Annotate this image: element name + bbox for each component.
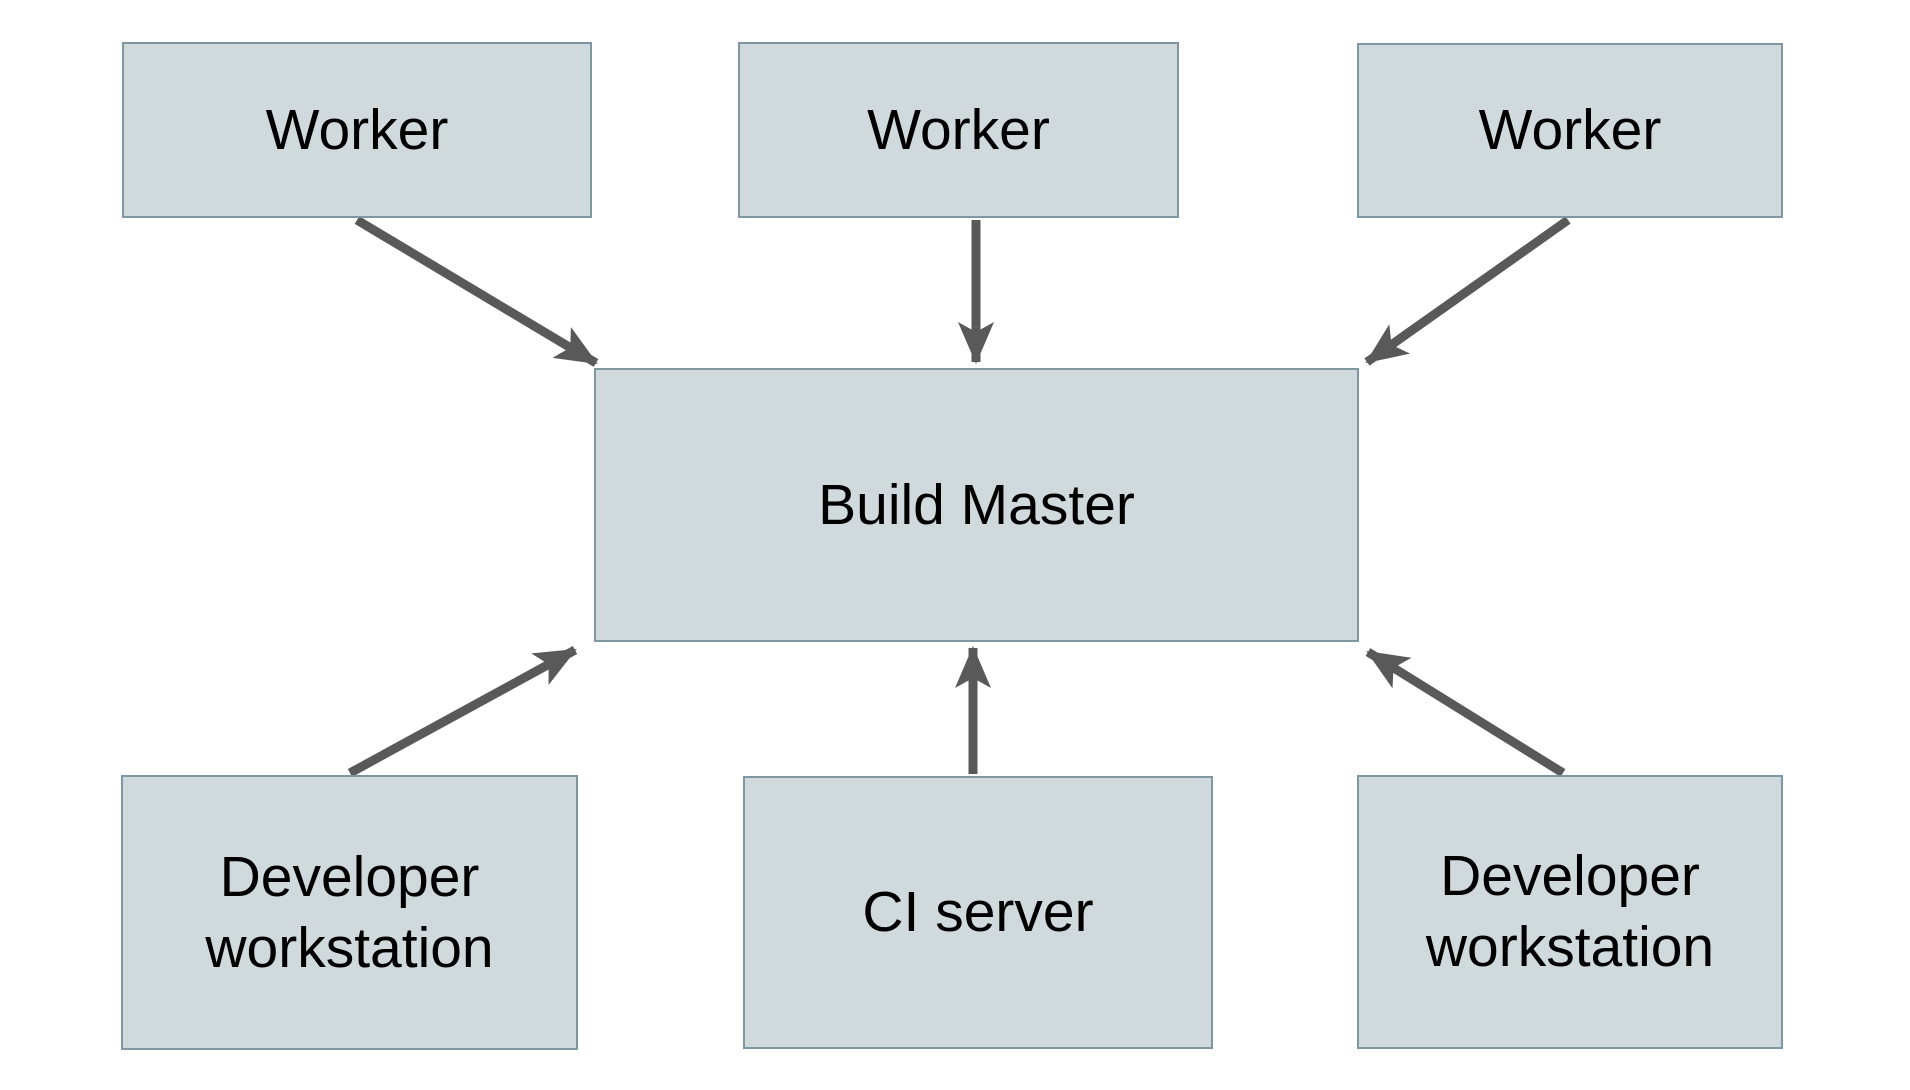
node-dev-workstation-right-label: Developer workstation xyxy=(1425,844,1715,979)
node-worker-2-label: Worker xyxy=(867,97,1050,162)
node-dev-workstation-left-label: Developer workstation xyxy=(205,844,494,980)
node-dev-workstation-left: Developer workstation xyxy=(121,775,578,1050)
edge-dev-workstation-left-to-build-master xyxy=(347,646,578,777)
node-ci-server-label: CI server xyxy=(862,880,1094,945)
node-ci-server: CI server xyxy=(743,776,1213,1049)
edge-dev-workstation-right-to-build-master xyxy=(1365,648,1566,777)
node-worker-3-label: Worker xyxy=(1478,98,1662,163)
node-build-master-label: Build Master xyxy=(818,472,1135,537)
node-worker-3: Worker xyxy=(1357,43,1783,218)
node-worker-1-label: Worker xyxy=(265,97,449,162)
node-worker-2: Worker xyxy=(738,42,1179,218)
edge-worker-1-to-build-master xyxy=(354,216,599,367)
node-worker-1: Worker xyxy=(122,42,592,218)
edge-worker-3-to-build-master xyxy=(1364,216,1571,366)
node-dev-workstation-right: Developer workstation xyxy=(1357,775,1783,1049)
node-build-master: Build Master xyxy=(594,368,1359,642)
